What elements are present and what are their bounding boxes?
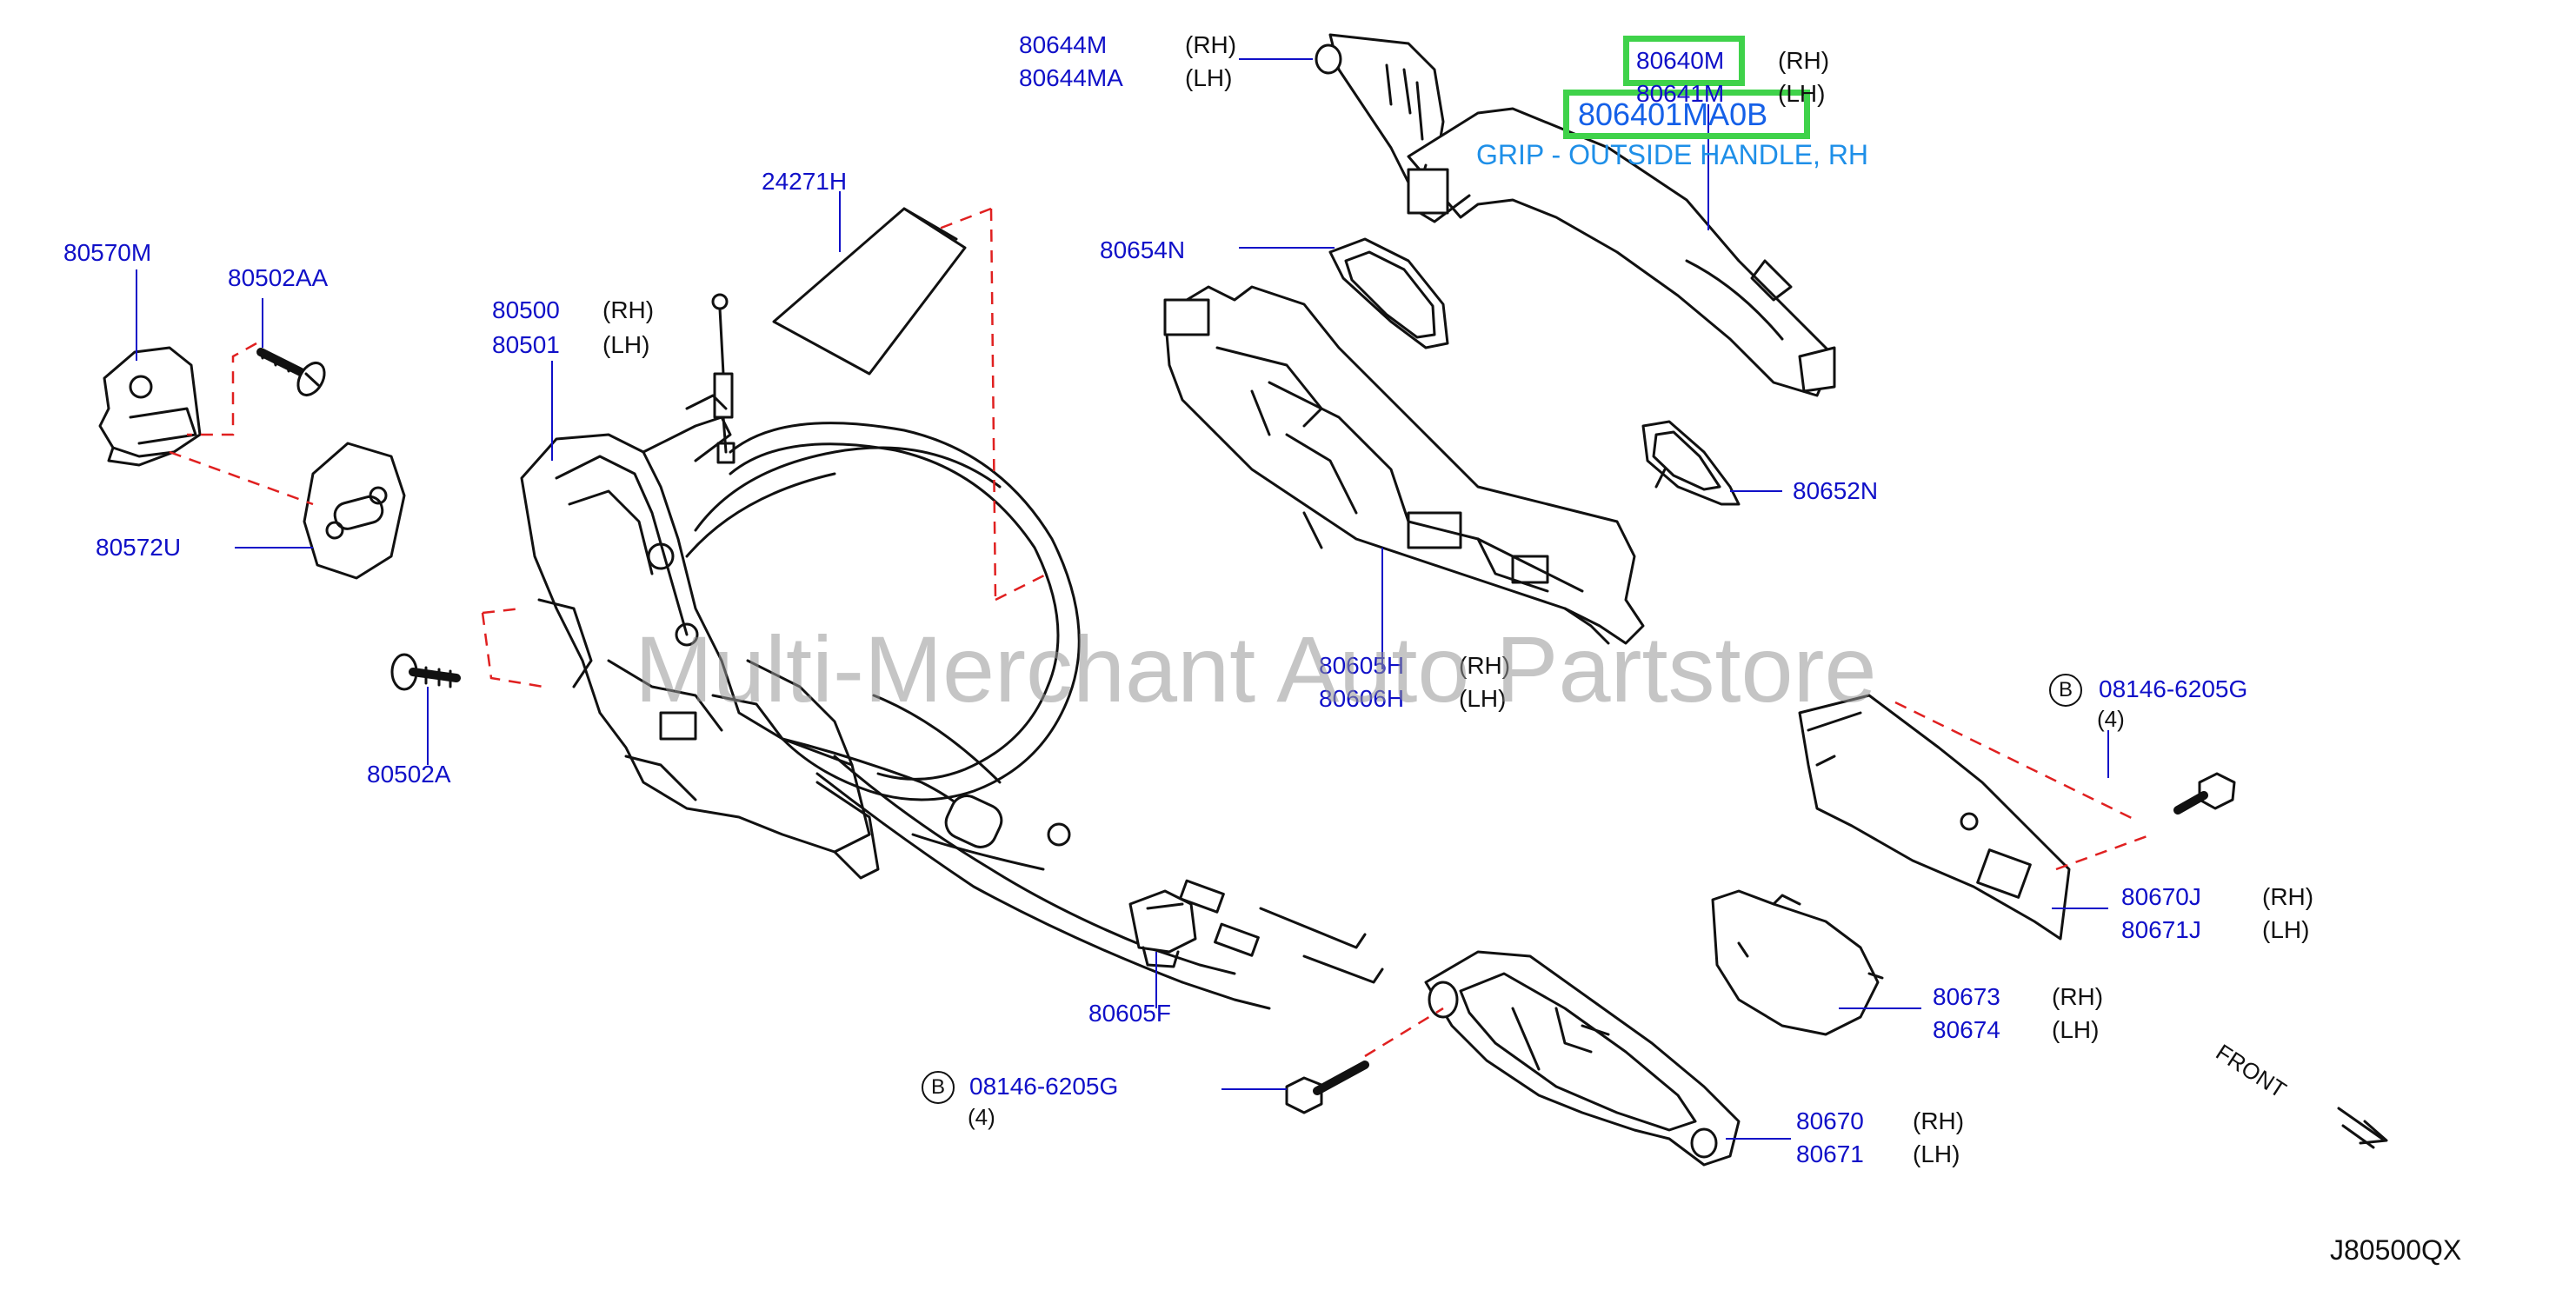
- label-80654N[interactable]: 80654N: [1100, 236, 1186, 263]
- side-80501: (LH): [602, 331, 650, 358]
- side-80641M: (LH): [1778, 80, 1826, 107]
- bolt-upper-part: [2173, 772, 2236, 815]
- leader-lines: [136, 58, 2109, 1140]
- label-80572U[interactable]: 80572U: [96, 534, 182, 561]
- label-80502A[interactable]: 80502A: [367, 761, 451, 788]
- label-80605H[interactable]: 80605H: [1319, 652, 1405, 679]
- highlight-description: GRIP - OUTSIDE HANDLE, RH: [1476, 139, 1869, 170]
- dashed-reference-lines: [169, 207, 2153, 1058]
- label-80671J[interactable]: 80671J: [2121, 916, 2201, 943]
- bolt-lower-part: [1285, 1061, 1369, 1114]
- foam-pad-part: [772, 207, 967, 376]
- side-80671: (LH): [1913, 1140, 1960, 1167]
- label-80674[interactable]: 80674: [1933, 1016, 2000, 1043]
- label-80652N[interactable]: 80652N: [1793, 477, 1879, 504]
- front-arrow-icon: [2337, 1107, 2388, 1149]
- label-80670J[interactable]: 80670J: [2121, 883, 2201, 910]
- handle-frame-part: [1163, 285, 1645, 645]
- highlight-part-number: 806401MA0B: [1578, 96, 1768, 132]
- side-80670J: (RH): [2262, 883, 2314, 910]
- label-80502AA[interactable]: 80502AA: [228, 264, 329, 291]
- highlight-box-part-number: [1563, 90, 1810, 139]
- qty-08146-bottom: (4): [968, 1104, 995, 1130]
- label-08146-top[interactable]: 08146-6205G: [2099, 675, 2248, 702]
- door-striker-part: [303, 442, 406, 580]
- protector-plate-part: [1798, 694, 2071, 941]
- side-80674: (LH): [2052, 1016, 2100, 1043]
- front-gasket-part: [1328, 237, 1449, 349]
- label-80644MA[interactable]: 80644MA: [1019, 64, 1123, 91]
- label-80670[interactable]: 80670: [1796, 1107, 1864, 1134]
- label-24271H[interactable]: 24271H: [762, 168, 848, 195]
- highlight-box-part-label: [1623, 36, 1745, 86]
- side-80605H: (RH): [1459, 652, 1511, 679]
- bolt-ref-circle-top: B: [2049, 674, 2082, 707]
- cable-clip-part: [1128, 889, 1197, 968]
- label-80640M[interactable]: 80640M: [1636, 47, 1725, 74]
- label-80671[interactable]: 80671: [1796, 1140, 1864, 1167]
- label-80570M[interactable]: 80570M: [63, 239, 152, 266]
- side-80671J: (LH): [2262, 916, 2310, 943]
- label-80644M[interactable]: 80644M: [1019, 31, 1108, 58]
- outside-handle-grip-part: [1407, 107, 1836, 397]
- side-80670: (RH): [1913, 1107, 1965, 1134]
- lock-screw-part: [390, 653, 461, 691]
- handle-escutcheon-part: [1711, 889, 1884, 1036]
- rear-gasket-part: [1641, 420, 1741, 506]
- label-80673[interactable]: 80673: [1933, 983, 2000, 1010]
- watermark: Multi-Merchant Auto Partstore: [635, 616, 1877, 721]
- qty-08146-top: (4): [2097, 706, 2125, 732]
- striker-bracket-part: [98, 346, 202, 467]
- lock-rod-part: [711, 293, 736, 464]
- side-80500: (RH): [602, 296, 655, 323]
- cable-loop-part: [685, 422, 1384, 1010]
- label-80500[interactable]: 80500: [492, 296, 560, 323]
- inside-handle-part: [1424, 950, 1741, 1167]
- label-80501[interactable]: 80501: [492, 331, 560, 358]
- label-80605F[interactable]: 80605F: [1088, 1000, 1171, 1027]
- side-80673: (RH): [2052, 983, 2104, 1010]
- label-80641M[interactable]: 80641M: [1636, 80, 1725, 107]
- side-80640M: (RH): [1778, 47, 1830, 74]
- side-80644M: (RH): [1185, 31, 1237, 58]
- diagram-code: J80500QX: [2330, 1234, 2462, 1266]
- striker-screw-part: [256, 348, 326, 396]
- side-80644MA: (LH): [1185, 64, 1233, 91]
- label-80606H[interactable]: 80606H: [1319, 685, 1405, 712]
- bolt-ref-circle-bottom: B: [922, 1071, 955, 1104]
- side-80606H: (LH): [1459, 685, 1507, 712]
- label-08146-bottom[interactable]: 08146-6205G: [969, 1073, 1119, 1100]
